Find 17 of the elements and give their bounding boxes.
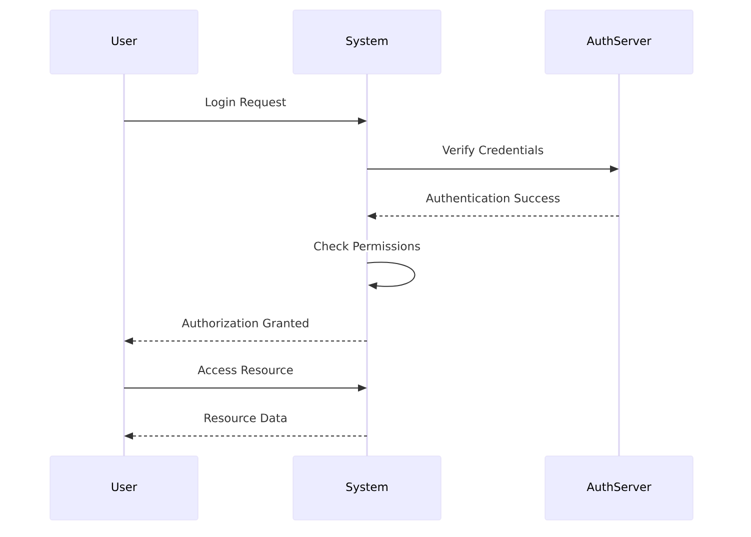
message-arrow bbox=[366, 262, 416, 290]
participant-box: AuthServer bbox=[544, 10, 694, 74]
message-label: Verify Credentials bbox=[440, 144, 546, 158]
participant-box: AuthServer bbox=[544, 456, 694, 520]
message-label: Authorization Granted bbox=[180, 317, 311, 329]
lifeline bbox=[366, 74, 368, 456]
participant-box: User bbox=[50, 10, 198, 74]
message-label: Access Resource bbox=[196, 364, 295, 376]
participant-box: System bbox=[292, 456, 442, 520]
participant-box: System bbox=[292, 10, 442, 74]
lifeline bbox=[618, 74, 620, 456]
participant-box: User bbox=[50, 456, 198, 520]
message-label: Login Request bbox=[203, 96, 288, 110]
message-label: Resource Data bbox=[202, 412, 289, 424]
message-label: Authentication Success bbox=[424, 192, 562, 204]
message-label: Check Permissions bbox=[312, 240, 422, 252]
lifeline bbox=[123, 74, 125, 456]
